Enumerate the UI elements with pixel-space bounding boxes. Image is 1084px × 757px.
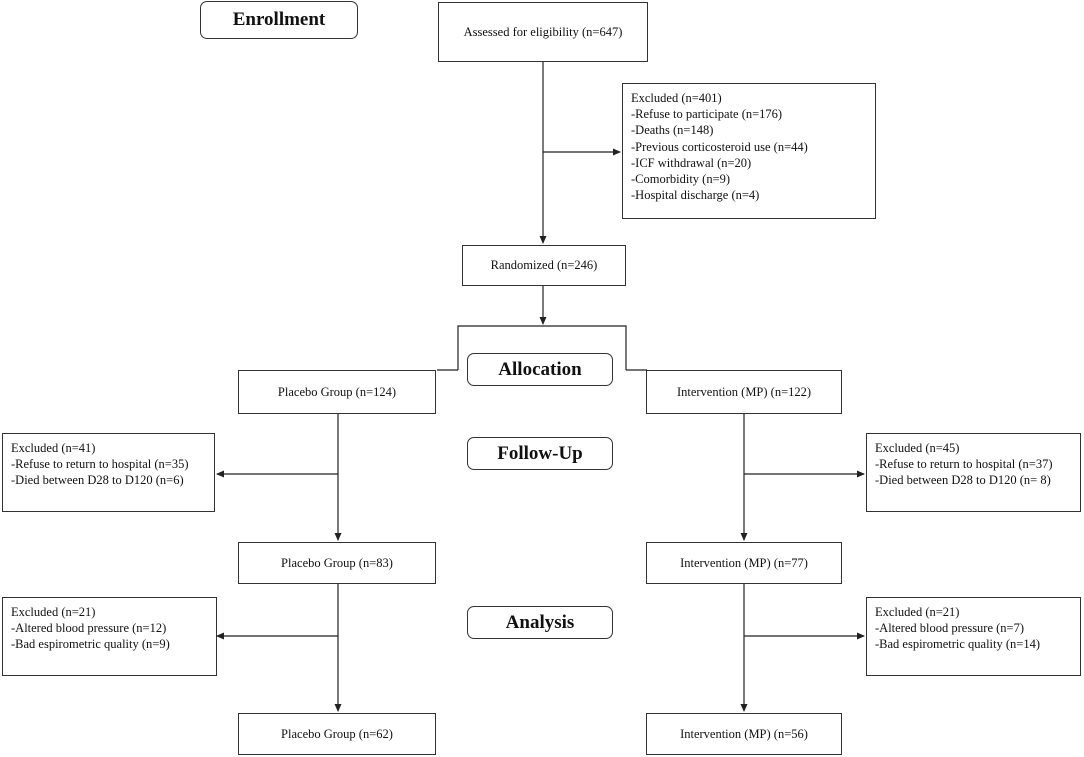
placebo-analysis-excluded-title: Excluded (n=21)	[11, 605, 96, 619]
placebo-followup-excluded-title: Excluded (n=41)	[11, 441, 96, 455]
excluded-main-item: -ICF withdrawal (n=20)	[631, 155, 752, 170]
intervention-followup-excluded-item: -Refuse to return to hospital (n=37)	[875, 457, 1053, 472]
placebo-followup-excluded-item: -Refuse to return to hospital (n=35)	[11, 457, 189, 472]
excluded-main-title: Excluded (n=401)	[631, 91, 722, 105]
excluded-main-item: -Hospital discharge (n=4)	[631, 188, 760, 203]
stage-follow-up: Follow-Up	[467, 437, 613, 470]
placebo-allocated-box: Placebo Group (n=124)	[238, 370, 436, 414]
stage-analysis: Analysis	[467, 606, 613, 639]
intervention-analysis-excluded-title: Excluded (n=21)	[875, 605, 960, 619]
placebo-analysis-box: Placebo Group (n=62)	[238, 713, 436, 755]
placebo-followup-box: Placebo Group (n=83)	[238, 542, 436, 584]
intervention-analysis-excluded-box: Excluded (n=21) -Altered blood pressure …	[866, 597, 1081, 676]
excluded-main-item: -Refuse to participate (n=176)	[631, 107, 783, 122]
excluded-main-item: -Deaths (n=148)	[631, 123, 714, 138]
intervention-analysis-box: Intervention (MP) (n=56)	[646, 713, 842, 755]
stage-enrollment: Enrollment	[200, 1, 358, 39]
assessed-box: Assessed for eligibility (n=647)	[438, 2, 648, 62]
placebo-analysis-excluded-item: -Bad espirometric quality (n=9)	[11, 637, 170, 652]
intervention-analysis-excluded-item: -Bad espirometric quality (n=14)	[875, 637, 1040, 652]
placebo-followup-excluded-box: Excluded (n=41) -Refuse to return to hos…	[2, 433, 215, 512]
intervention-followup-excluded-item: -Died between D28 to D120 (n= 8)	[875, 473, 1051, 488]
connector-allocation-split	[457, 325, 627, 370]
excluded-main-item: -Comorbidity (n=9)	[631, 172, 731, 187]
intervention-allocated-box: Intervention (MP) (n=122)	[646, 370, 842, 414]
stage-allocation: Allocation	[467, 353, 613, 386]
placebo-followup-excluded-item: -Died between D28 to D120 (n=6)	[11, 473, 184, 488]
placebo-analysis-excluded-item: -Altered blood pressure (n=12)	[11, 621, 167, 636]
placebo-analysis-excluded-box: Excluded (n=21) -Altered blood pressure …	[2, 597, 217, 676]
randomized-box: Randomized (n=246)	[462, 245, 626, 286]
intervention-followup-excluded-title: Excluded (n=45)	[875, 441, 960, 455]
excluded-main-item: -Previous corticosteroid use (n=44)	[631, 139, 808, 154]
excluded-main-box: Excluded (n=401) -Refuse to participate …	[622, 83, 876, 219]
intervention-analysis-excluded-item: -Altered blood pressure (n=7)	[875, 621, 1025, 636]
intervention-followup-excluded-box: Excluded (n=45) -Refuse to return to hos…	[866, 433, 1081, 512]
intervention-followup-box: Intervention (MP) (n=77)	[646, 542, 842, 584]
